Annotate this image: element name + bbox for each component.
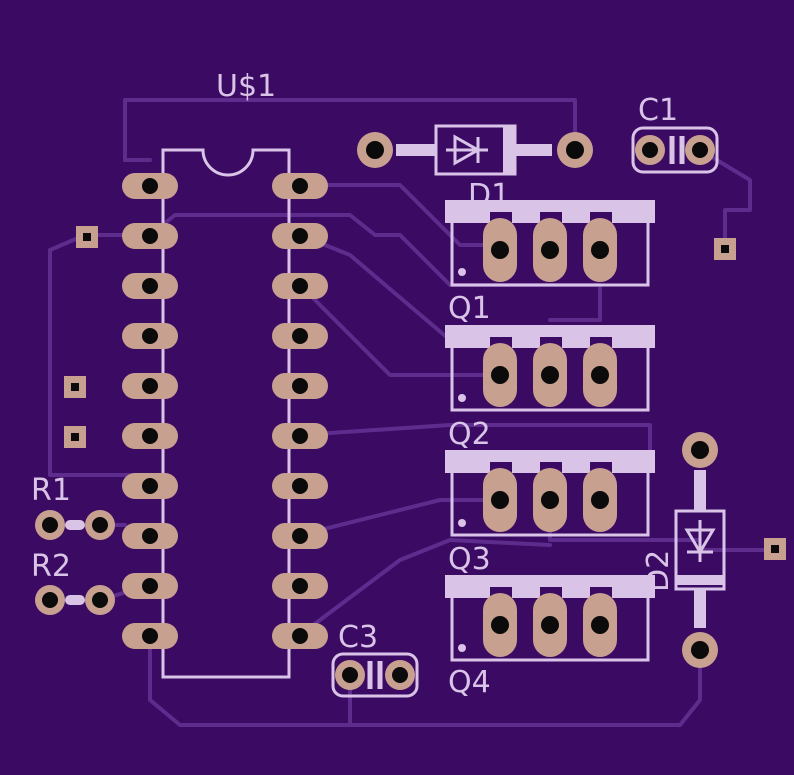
resistor-r2[interactable]: R2 (31, 549, 115, 615)
ic-outline (161, 148, 291, 679)
capacitor-c1-label: C1 (638, 93, 678, 128)
ic-pins-left (122, 173, 178, 649)
transistor-q4-label: Q4 (448, 665, 491, 700)
transistor-q3-label: Q3 (448, 542, 491, 577)
resistor-r1[interactable]: R1 (31, 473, 115, 540)
transistor-q1-label: Q1 (448, 291, 491, 326)
transistor-q2[interactable]: Q2 (445, 325, 655, 452)
ic-u1-label: U$1 (216, 69, 276, 104)
ic-u1[interactable]: U$1 (122, 69, 328, 679)
transistor-q4[interactable]: Q4 (445, 575, 655, 700)
capacitor-c3[interactable]: C3 (331, 620, 419, 698)
capacitor-c3-label: C3 (338, 620, 378, 655)
resistor-r1-label: R1 (31, 473, 71, 508)
transistor-q1[interactable]: Q1 (445, 200, 655, 326)
transistor-q2-label: Q2 (448, 417, 491, 452)
ic-pins-right (272, 173, 328, 649)
diode-d1[interactable]: D1 (357, 124, 593, 213)
resistor-r2-label: R2 (31, 549, 71, 584)
transistor-q3[interactable]: Q3 (445, 450, 655, 577)
capacitor-c1[interactable]: C1 (631, 93, 719, 174)
diode-d2-label: D2 (641, 550, 676, 592)
vias (64, 226, 786, 560)
diode-d2[interactable]: D2 (641, 432, 726, 668)
